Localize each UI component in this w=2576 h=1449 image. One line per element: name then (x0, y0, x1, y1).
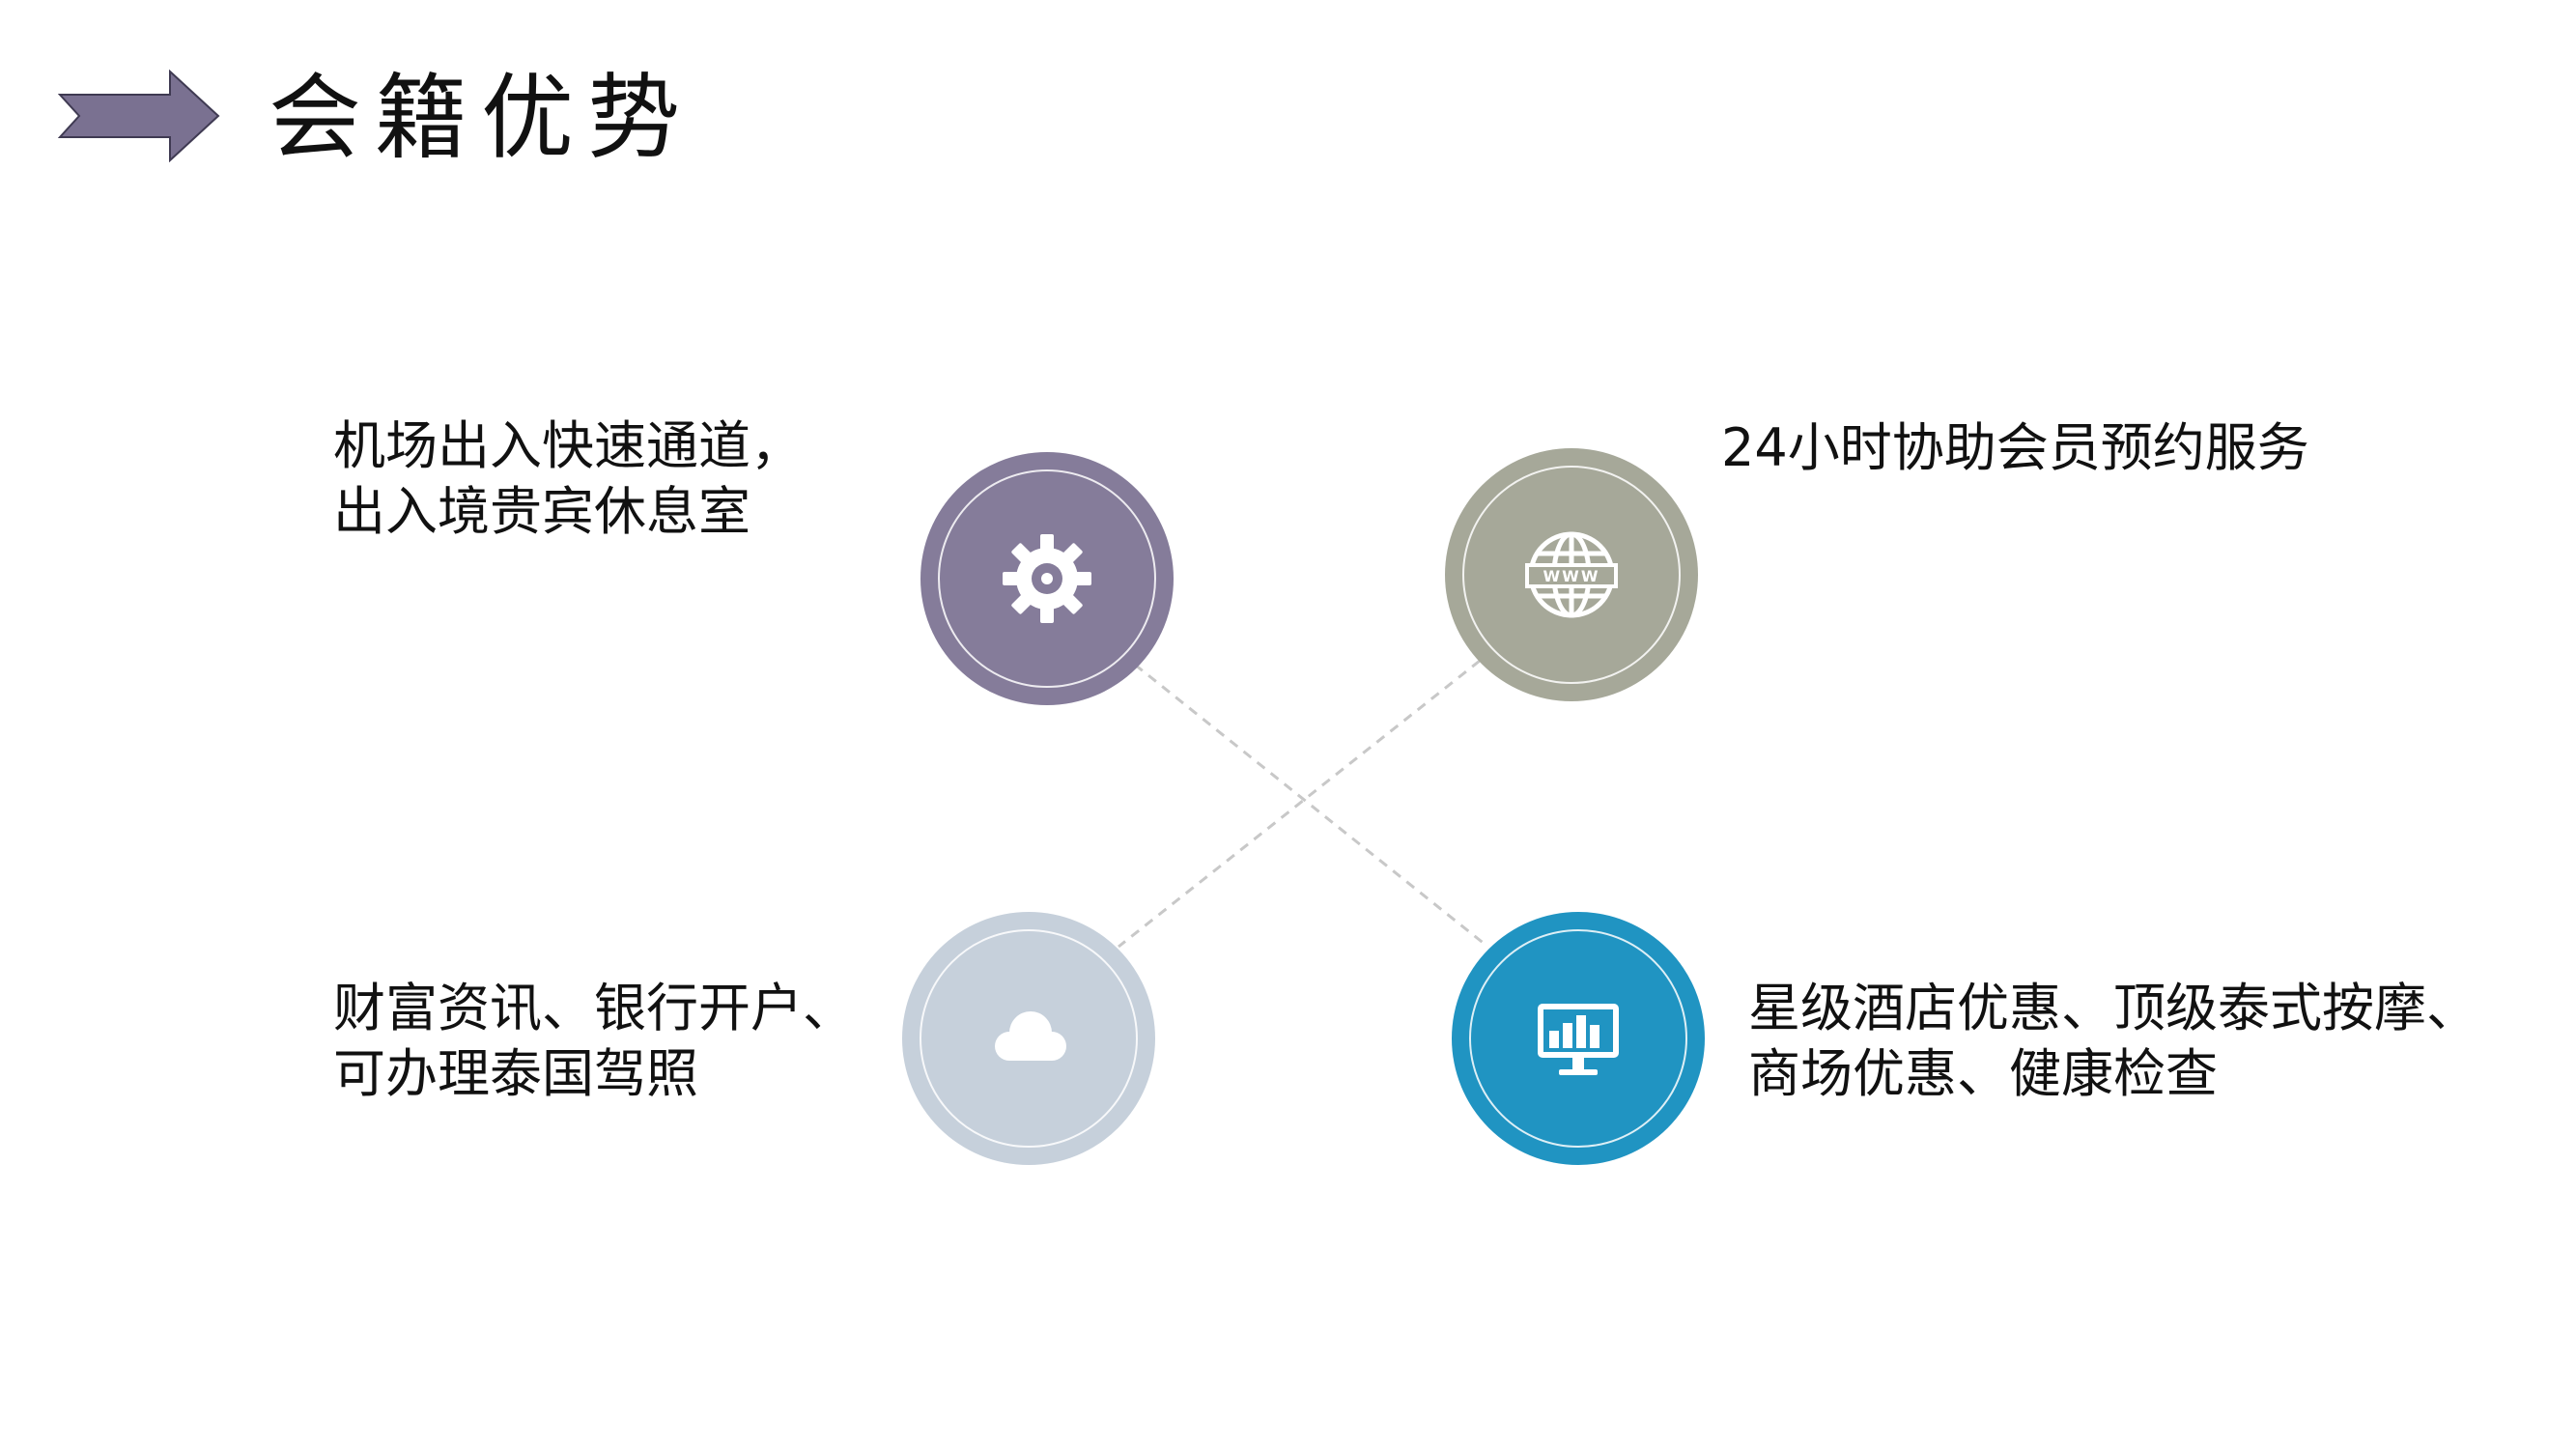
circle-ring (920, 929, 1138, 1148)
feature-circle-finance (902, 912, 1155, 1165)
cloud-icon (995, 1011, 1066, 1061)
feature-text-line: 商场优惠、健康检查 (1748, 1043, 2218, 1104)
circle-ring (1469, 929, 1687, 1148)
feature-text-line: 财富资讯、银行开户、 (333, 978, 855, 1038)
connector-line-tr-bl (1118, 659, 1481, 949)
feature-circle-service: WWW (1445, 448, 1698, 701)
circle-ring (1462, 466, 1681, 684)
feature-circle-discounts (1452, 912, 1705, 1165)
gear-icon (1003, 534, 1091, 623)
circle-ring (938, 469, 1156, 688)
feature-text-line: 出入境贵宾休息室 (333, 481, 750, 542)
feature-text-line: 可办理泰国驾照 (333, 1043, 698, 1104)
feature-text-line: 星级酒店优惠、顶级泰式按摩、 (1748, 978, 2478, 1038)
feature-text-airport: 机场出入快速通道， 出入境贵宾休息室 (333, 413, 803, 545)
feature-text-line: 24小时协助会员预约服务 (1721, 417, 2309, 478)
svg-text:WWW: WWW (1543, 567, 1600, 585)
page-title: 会籍优势 (269, 64, 694, 172)
feature-text-discounts: 星级酒店优惠、顶级泰式按摩、 商场优惠、健康检查 (1748, 976, 2478, 1107)
feature-text-finance: 财富资讯、银行开户、 可办理泰国驾照 (333, 976, 855, 1107)
feature-text-service: 24小时协助会员预约服务 (1721, 415, 2309, 481)
feature-text-line: 机场出入快速通道， (333, 415, 803, 476)
header-arrow-icon (58, 70, 220, 162)
feature-circle-airport (920, 452, 1174, 705)
globe-www-icon: WWW (1525, 531, 1618, 618)
monitor-chart-icon (1538, 1004, 1619, 1075)
connector-line-tl-br (1134, 663, 1486, 947)
